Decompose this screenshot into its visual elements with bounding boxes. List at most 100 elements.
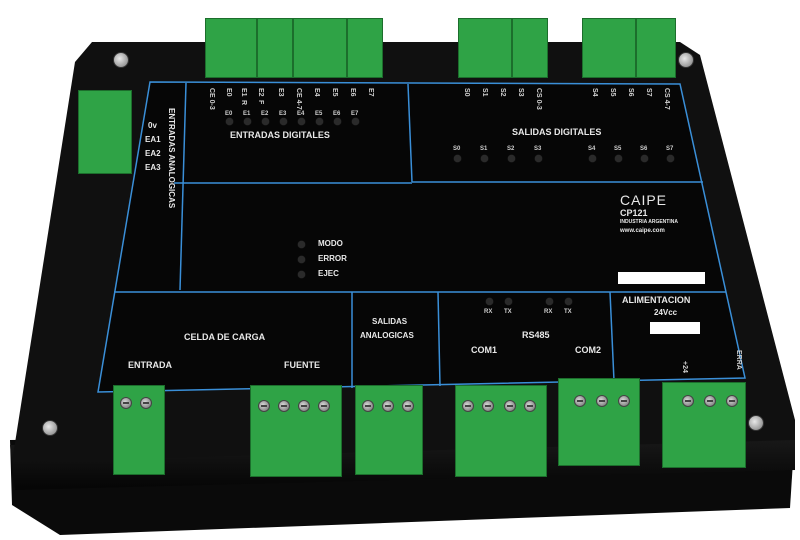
terminal-block-analog-outputs: [355, 385, 423, 475]
terminal-block-inputs-3: [293, 18, 347, 78]
brand-model: CP121: [620, 208, 648, 218]
output-led-s3: [535, 155, 542, 162]
rs485-led-label: TX: [504, 309, 512, 315]
rs485-led-rx1: [486, 298, 493, 305]
terminal-block-outputs-4: [636, 18, 676, 78]
analog-input-label: EA2: [145, 149, 161, 158]
terminal-block-inputs-2: [257, 18, 293, 78]
output-label: S0: [463, 88, 470, 97]
analog-outputs-title-1: SALIDAS: [372, 317, 408, 326]
output-label: S4: [591, 88, 598, 97]
analog-inputs-title: ENTRADAS ANALOGICAS: [167, 108, 176, 209]
terminal-screw: [482, 400, 494, 412]
input-led-label: E1: [243, 111, 251, 117]
input-label: E5: [331, 88, 338, 97]
output-label: CS 4-7: [663, 88, 670, 110]
terminal-screw: [382, 400, 394, 412]
input-label: CE 0-3: [208, 88, 215, 110]
brand-web: www.caipe.com: [620, 228, 665, 234]
input-label: E3: [277, 88, 284, 97]
terminal-block-inputs-1: [205, 18, 257, 78]
load-cell-title: CELDA DE CARGA: [184, 332, 266, 342]
analog-input-label: EA1: [145, 135, 161, 144]
output-label: S6: [627, 88, 634, 97]
output-label: CS 0-3: [535, 88, 542, 110]
output-led-label: S5: [614, 146, 622, 152]
terminal-block-power-source: [250, 385, 342, 477]
input-label: E7: [367, 88, 374, 97]
output-label: S7: [645, 88, 652, 97]
status-led-modo: [298, 241, 305, 248]
status-label-modo: MODO: [318, 239, 343, 248]
rs485-led-tx2: [565, 298, 572, 305]
analog-input-label: EA3: [145, 163, 161, 172]
terminal-screw: [362, 400, 374, 412]
entrada-label: ENTRADA: [128, 360, 172, 370]
terminal-screw: [278, 400, 290, 412]
power-title: ALIMENTACION: [622, 295, 691, 305]
mount-screw-bottom-right: [748, 415, 764, 431]
input-label: E6: [349, 88, 356, 97]
terminal-screw: [596, 395, 608, 407]
terminal-block-inputs-4: [347, 18, 383, 78]
rs485-led-rx2: [546, 298, 553, 305]
rs485-title: RS485: [522, 330, 550, 340]
terminal-screw: [258, 400, 270, 412]
input-label: E1: [240, 88, 247, 97]
input-led-label: E4: [297, 111, 305, 117]
output-led-label: S6: [640, 146, 648, 152]
rs485-led-tx1: [505, 298, 512, 305]
mount-screw-bottom-left: [42, 420, 58, 436]
output-led-label: S4: [588, 146, 596, 152]
com1-label: COM1: [471, 345, 498, 355]
input-led-e7: [352, 118, 359, 125]
terminal-screw: [682, 395, 694, 407]
com2-label: COM2: [575, 345, 602, 355]
rs485-led-label: TX: [564, 309, 572, 315]
output-led-s4: [589, 155, 596, 162]
blank-label: [650, 322, 700, 334]
input-led-e2: [262, 118, 269, 125]
input-led-label: E3: [279, 111, 287, 117]
terminal-block-com1: [455, 385, 547, 477]
output-label: S3: [517, 88, 524, 97]
terminal-block-outputs-1: [458, 18, 512, 78]
output-led-label: S1: [480, 146, 488, 152]
output-led-label: S7: [666, 146, 674, 152]
input-led-label: E2: [261, 111, 269, 117]
terminal-screw: [298, 400, 310, 412]
input-label: R: [240, 100, 247, 106]
output-label: S5: [609, 88, 616, 97]
output-led-s6: [641, 155, 648, 162]
inputs-title: ENTRADAS DIGITALES: [230, 130, 330, 140]
terminal-screw: [140, 397, 152, 409]
terminal-screw: [704, 395, 716, 407]
input-label: F: [257, 100, 264, 105]
fuente-label: FUENTE: [284, 360, 320, 370]
terminal-block-outputs-3: [582, 18, 636, 78]
terminal-screw: [504, 400, 516, 412]
input-led-e0: [226, 118, 233, 125]
output-label: S1: [481, 88, 488, 97]
brand-logo: CAIPE: [620, 192, 668, 208]
output-led-label: S0: [453, 146, 461, 152]
status-led-ejec: [298, 271, 305, 278]
terminal-screw: [120, 397, 132, 409]
terminal-screw: [462, 400, 474, 412]
terminal-screw: [318, 400, 330, 412]
output-led-label: S3: [534, 146, 542, 152]
input-led-e5: [316, 118, 323, 125]
terminal-screw: [618, 395, 630, 407]
input-led-label: E7: [351, 111, 359, 117]
terminal-screw: [402, 400, 414, 412]
rs485-led-label: RX: [484, 309, 493, 315]
output-led-s7: [667, 155, 674, 162]
status-led-error: [298, 256, 305, 263]
analog-input-label: 0v: [148, 121, 157, 130]
output-led-s5: [615, 155, 622, 162]
input-label: E0: [225, 88, 232, 97]
plus24-label: +24: [681, 361, 688, 373]
output-label: S2: [499, 88, 506, 97]
